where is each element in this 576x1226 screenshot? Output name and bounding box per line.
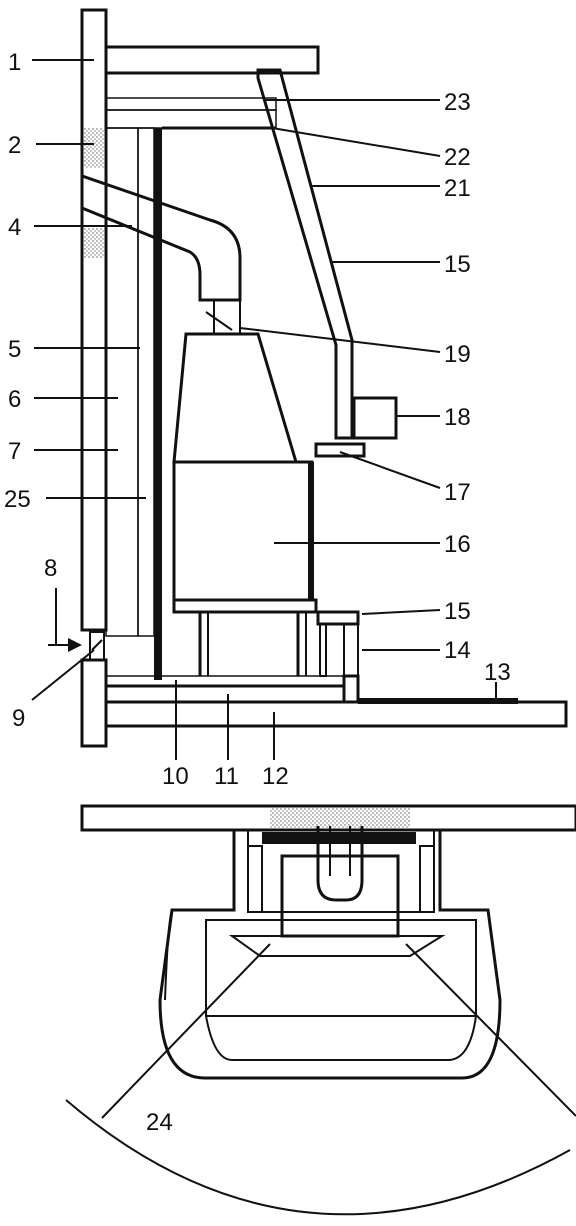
callout-labels: 1 2 4 5 6 7 25 8 9 10 11 12 13 14 15 16 … [4, 49, 511, 1136]
callout-15-upper: 15 [444, 251, 471, 278]
plan-insulation [247, 829, 435, 913]
outer-wall [80, 8, 108, 748]
plan-surround [158, 828, 502, 1080]
callout-7: 7 [8, 438, 21, 465]
callout-12: 12 [262, 763, 289, 790]
callout-23: 23 [444, 89, 471, 116]
floor [104, 675, 568, 728]
callout-2: 2 [8, 132, 21, 159]
callout-10: 10 [162, 763, 189, 790]
top-insulation [105, 97, 277, 129]
callout-13: 13 [484, 659, 511, 686]
callout-19: 19 [444, 341, 471, 368]
fire-hood [172, 332, 299, 464]
convection-hood [162, 68, 354, 440]
flue-pipe [80, 173, 242, 334]
callout-8: 8 [44, 555, 57, 582]
ceiling-slab [104, 45, 320, 75]
callout-21: 21 [444, 175, 471, 202]
air-inlet [48, 588, 105, 661]
callout-11: 11 [214, 763, 239, 790]
callout-5: 5 [8, 336, 21, 363]
firebox [172, 460, 318, 676]
plan-hearth-tiles [204, 919, 478, 1061]
plan-radiation-arc [65, 943, 576, 1216]
callout-16: 16 [444, 531, 471, 558]
callout-18: 18 [444, 404, 471, 431]
leader-lines [31, 59, 497, 760]
callout-4: 4 [8, 214, 21, 241]
callout-9: 9 [12, 705, 25, 732]
callout-25: 25 [4, 486, 31, 513]
callout-6: 6 [8, 386, 21, 413]
plan-firebox [228, 826, 446, 957]
callout-14: 14 [444, 637, 471, 664]
front-parts [314, 396, 398, 704]
callout-1: 1 [8, 49, 21, 76]
callout-15-lower: 15 [444, 598, 471, 625]
callout-24: 24 [146, 1109, 173, 1136]
rear-insulation [105, 127, 162, 680]
callout-22: 22 [444, 144, 471, 171]
callout-17: 17 [444, 479, 471, 506]
